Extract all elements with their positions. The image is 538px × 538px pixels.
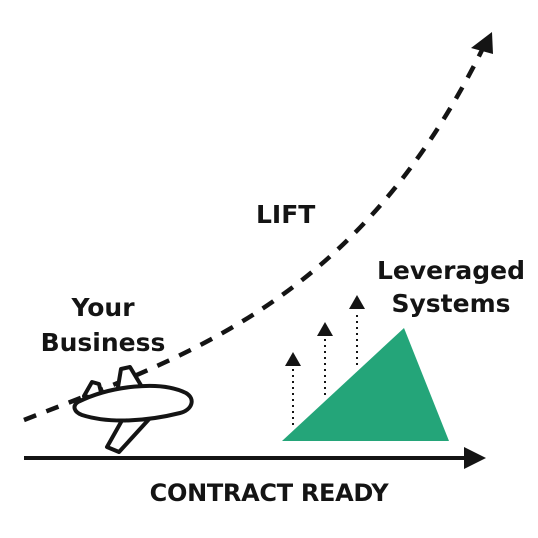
contract-axis-arrowhead — [464, 447, 486, 469]
contract-ready-label: CONTRACT READY — [149, 479, 389, 507]
lift-label: LIFT — [256, 200, 316, 229]
lift-arrow-3-head — [349, 295, 365, 309]
leveraged-systems-line-2: Systems — [391, 289, 511, 318]
your-business-line-2: Business — [40, 328, 166, 357]
leveraged-systems-line-1: Leveraged — [376, 256, 526, 285]
leveraged-systems-label: Leveraged Systems — [368, 254, 534, 320]
your-business-line-1: Your — [71, 293, 135, 322]
lift-arrow-1-head — [285, 352, 301, 366]
lift-arrow-2-head — [317, 322, 333, 336]
your-business-label: Your Business — [28, 290, 178, 360]
lift-curve-arrowhead — [471, 32, 493, 54]
leveraged-systems-triangle — [282, 328, 449, 441]
airplane-icon — [72, 365, 194, 454]
lift-arrows — [285, 295, 365, 425]
